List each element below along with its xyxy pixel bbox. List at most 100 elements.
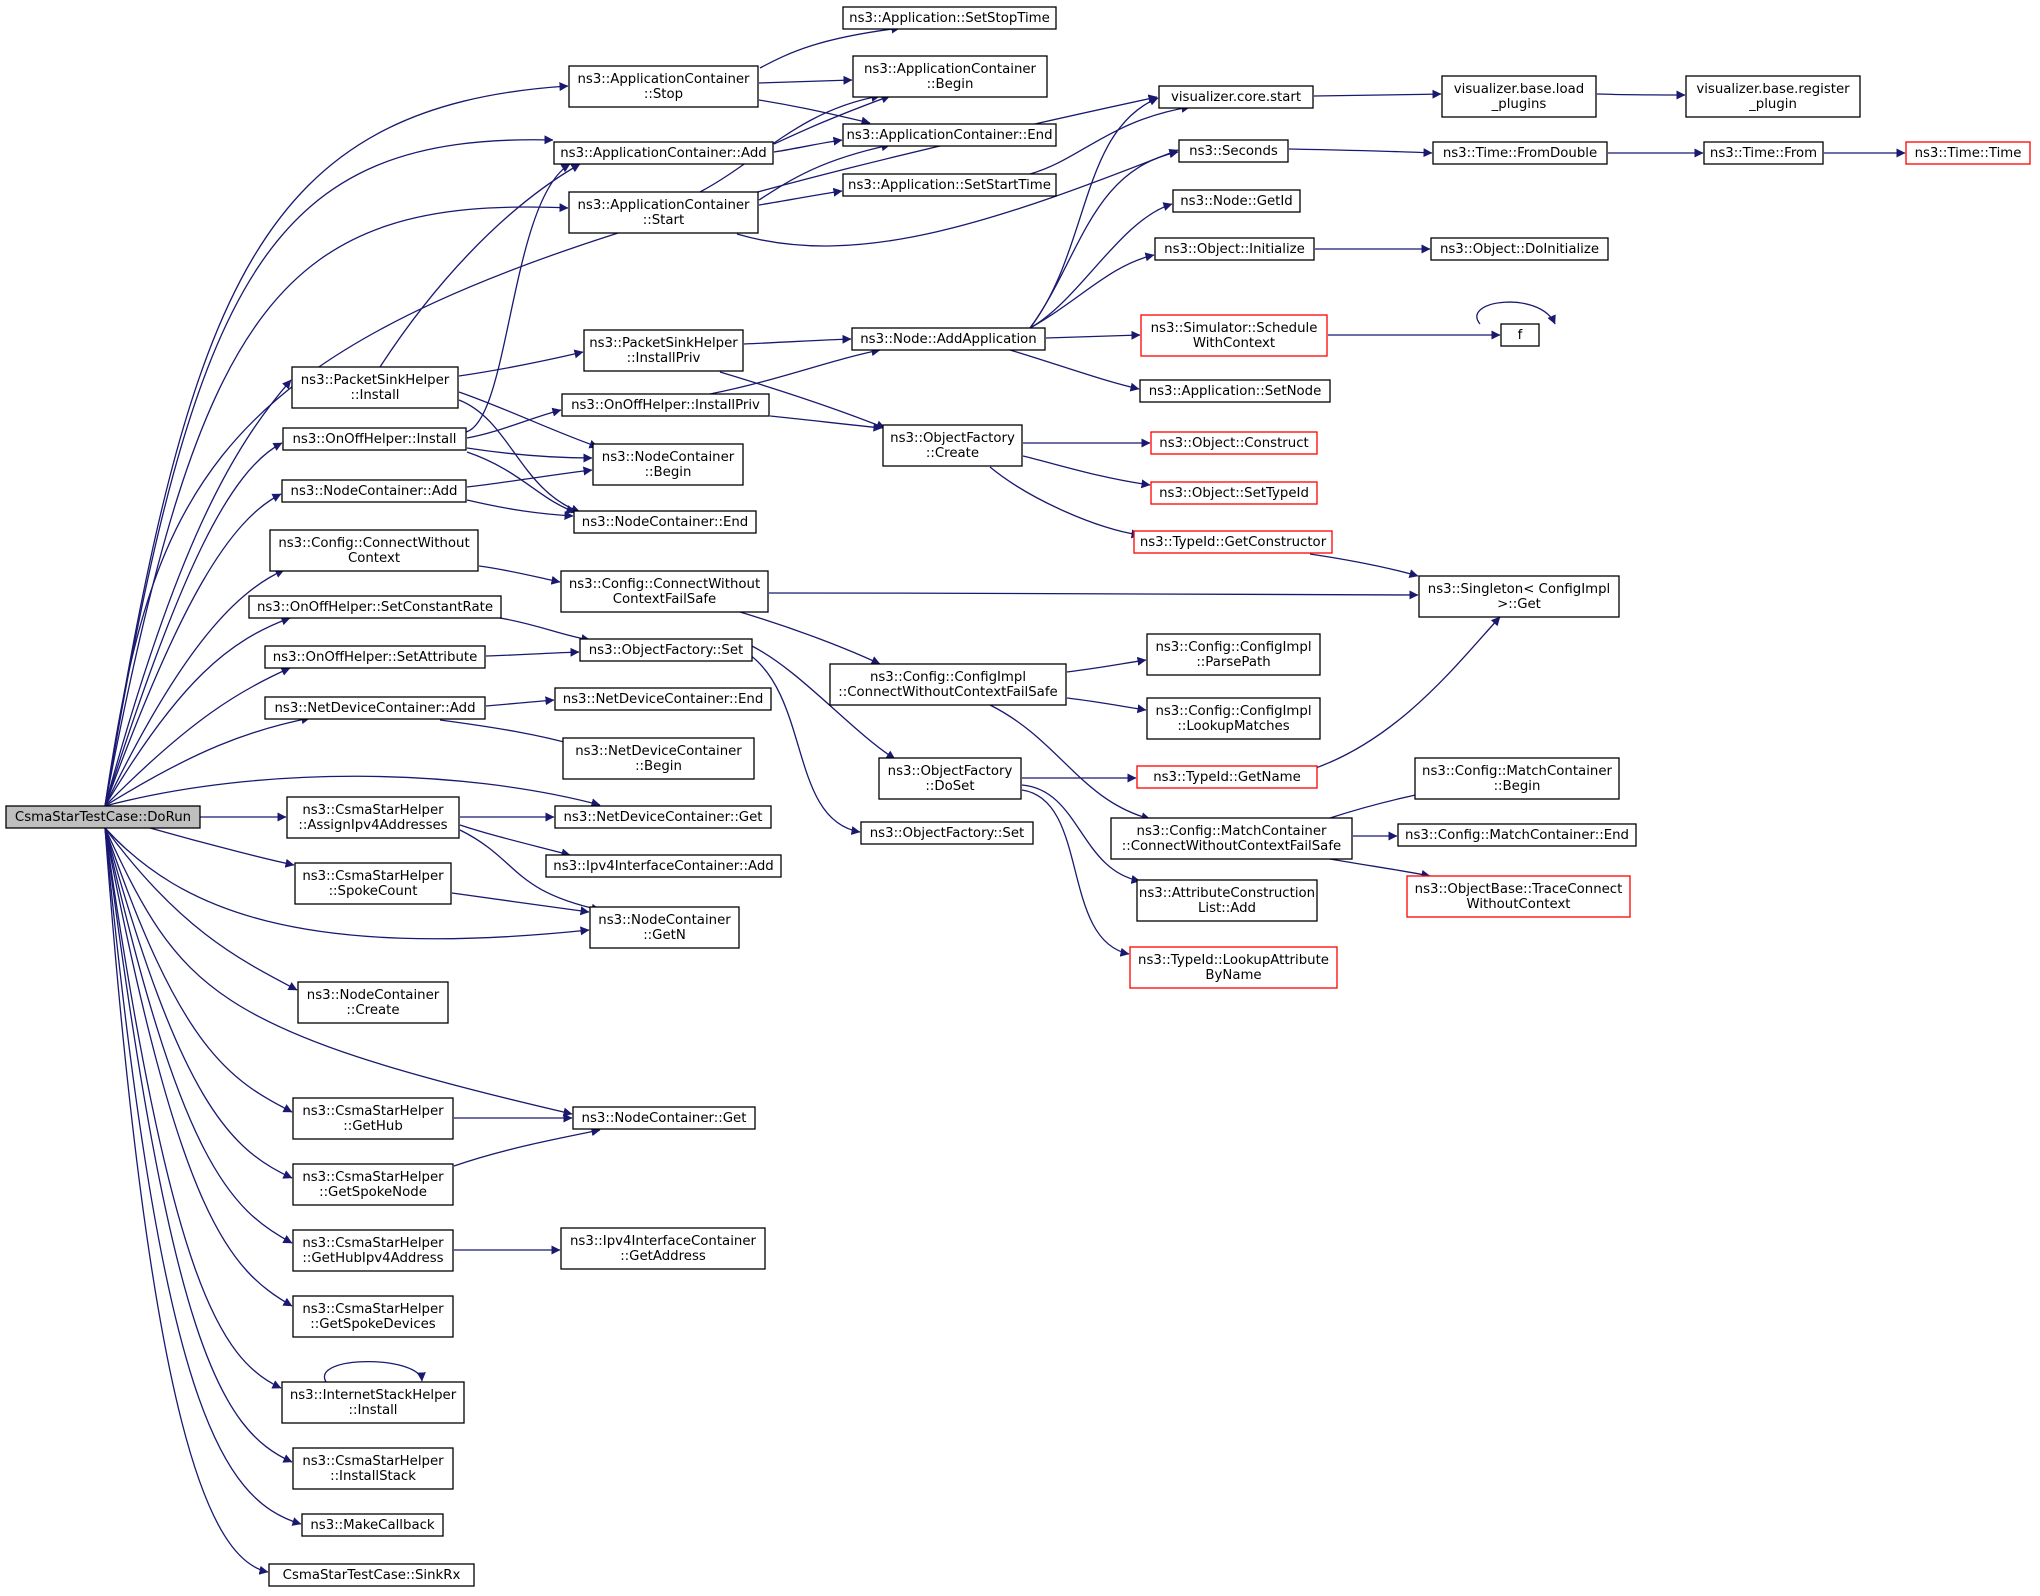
node-ndc-end[interactable]: ns3::NetDeviceContainer::End — [554, 687, 772, 711]
node-onoff-install[interactable]: ns3::OnOffHelper::Install — [282, 427, 467, 451]
node-ipv4ic-add[interactable]: ns3::Ipv4InterfaceContainer::Add — [545, 854, 782, 878]
node-box — [292, 1163, 454, 1206]
node-f[interactable]: f — [1500, 323, 1540, 347]
edge-of_doset-to-typeid_lookup — [1021, 789, 1130, 957]
node-onoff-setattr[interactable]: ns3::OnOffHelper::SetAttribute — [264, 645, 486, 669]
node-ish-install[interactable]: ns3::InternetStackHelper::Install — [281, 1381, 465, 1424]
node-ndc-get[interactable]: ns3::NetDeviceContainer::Get — [554, 805, 772, 829]
edge-onoff_install-to-nc_begin — [466, 447, 593, 463]
node-nc-end[interactable]: ns3::NodeContainer::End — [573, 510, 757, 534]
node-ac-begin[interactable]: ns3::ApplicationContainer::Begin — [852, 55, 1048, 98]
node-obj-settypeid[interactable]: ns3::Object::SetTypeId — [1150, 481, 1318, 505]
node-ob-trace[interactable]: ns3::ObjectBase::TraceConnectWithoutCont… — [1406, 875, 1631, 918]
edge-nc_add-to-nc_begin — [466, 466, 593, 488]
node-cfgimpl-connect[interactable]: ns3::Config::ConfigImpl::ConnectWithoutC… — [829, 663, 1067, 706]
node-ndc-add[interactable]: ns3::NetDeviceContainer::Add — [264, 696, 486, 720]
node-viz-start[interactable]: visualizer.core.start — [1158, 85, 1314, 109]
node-nc-get[interactable]: ns3::NodeContainer::Get — [572, 1106, 756, 1130]
node-label: ns3::TypeId::LookupAttribute — [1138, 953, 1329, 968]
node-label: ::Stop — [644, 87, 683, 102]
node-of-create[interactable]: ns3::ObjectFactory::Create — [882, 424, 1023, 467]
node-cfgimpl-parse[interactable]: ns3::Config::ConfigImpl::ParsePath — [1146, 633, 1321, 676]
node-csh-gethubip[interactable]: ns3::CsmaStarHelper::GetHubIpv4Address — [292, 1229, 454, 1272]
node-cfg-connectfs[interactable]: ns3::Config::ConnectWithoutContextFailSa… — [560, 570, 769, 613]
node-label: ::Begin — [645, 465, 692, 480]
edge-root-to-nc_add — [104, 493, 282, 807]
node-label: ns3::InternetStackHelper — [290, 1388, 457, 1403]
node-csh-spokecount[interactable]: ns3::CsmaStarHelper::SpokeCount — [294, 862, 452, 905]
node-label: ns3::AttributeConstruction — [1139, 886, 1315, 901]
node-label: ns3::Config::ConnectWithout — [569, 577, 760, 592]
node-root[interactable]: CsmaStarTestCase::DoRun — [5, 805, 201, 829]
node-label: ::Create — [346, 1003, 399, 1018]
node-app-starttime[interactable]: ns3::Application::SetStartTime — [842, 173, 1057, 197]
node-app-stoptime[interactable]: ns3::Application::SetStopTime — [842, 6, 1057, 30]
node-time-from[interactable]: ns3::Time::From — [1703, 141, 1824, 165]
node-makecallback[interactable]: ns3::MakeCallback — [301, 1513, 444, 1537]
node-nc-create[interactable]: ns3::NodeContainer::Create — [297, 981, 449, 1024]
edge-of_set-to-of_doset — [749, 644, 896, 760]
node-psh-install[interactable]: ns3::PacketSinkHelper::Install — [291, 366, 459, 409]
node-nc-begin[interactable]: ns3::NodeContainer::Begin — [592, 443, 744, 486]
node-node-addapp[interactable]: ns3::Node::AddApplication — [851, 327, 1046, 351]
node-time-time[interactable]: ns3::Time::Time — [1905, 141, 2031, 165]
node-box — [1685, 75, 1861, 118]
node-fromdouble[interactable]: ns3::Time::FromDouble — [1432, 141, 1608, 165]
node-viz-load[interactable]: visualizer.base.load_plugins — [1441, 75, 1597, 118]
node-nc-getn[interactable]: ns3::NodeContainer::GetN — [589, 906, 740, 949]
node-viz-register[interactable]: visualizer.base.register_plugin — [1685, 75, 1861, 118]
edge-ndc_add-to-ndc_begin — [439, 719, 576, 747]
node-of-doset[interactable]: ns3::ObjectFactory::DoSet — [878, 757, 1022, 800]
node-mc-begin[interactable]: ns3::Config::MatchContainer::Begin — [1414, 757, 1620, 800]
node-label: WithoutContext — [1466, 897, 1570, 912]
edge-onoff_setrate-to-of_set — [499, 617, 591, 644]
node-ndc-begin[interactable]: ns3::NetDeviceContainer::Begin — [562, 737, 755, 780]
node-seconds[interactable]: ns3::Seconds — [1178, 139, 1289, 163]
node-ac-start[interactable]: ns3::ApplicationContainer::Start — [568, 191, 759, 234]
node-obj-construct[interactable]: ns3::Object::Construct — [1150, 431, 1318, 455]
node-onoff-setrate[interactable]: ns3::OnOffHelper::SetConstantRate — [248, 595, 502, 619]
node-csh-getspoke[interactable]: ns3::CsmaStarHelper::GetSpokeNode — [292, 1163, 454, 1206]
node-onoff-installpriv[interactable]: ns3::OnOffHelper::InstallPriv — [561, 393, 770, 417]
node-node-getid[interactable]: ns3::Node::GetId — [1172, 189, 1301, 213]
edge-of_set-to-of_set2 — [749, 654, 861, 835]
node-app-setnode[interactable]: ns3::Application::SetNode — [1139, 379, 1331, 403]
node-csh-assign[interactable]: ns3::CsmaStarHelper::AssignIpv4Addresses — [286, 796, 460, 839]
node-box — [560, 570, 769, 613]
node-ac-add[interactable]: ns3::ApplicationContainer::Add — [553, 141, 774, 165]
node-of-set2[interactable]: ns3::ObjectFactory::Set — [860, 821, 1034, 845]
node-label: ::GetN — [643, 928, 686, 943]
edge-ac_stop-to-ac_end — [758, 99, 871, 126]
node-label: _plugins — [1491, 97, 1547, 112]
node-csh-getspokedev[interactable]: ns3::CsmaStarHelper::GetSpokeDevices — [292, 1295, 454, 1338]
node-label: Context — [348, 551, 400, 566]
node-label: CsmaStarTestCase::SinkRx — [283, 1568, 461, 1583]
node-singleton-get[interactable]: ns3::Singleton< ConfigImpl>::Get — [1418, 575, 1620, 618]
node-nc-add[interactable]: ns3::NodeContainer::Add — [281, 479, 467, 503]
node-box — [554, 805, 772, 829]
node-cfg-connect[interactable]: ns3::Config::ConnectWithoutContext — [269, 529, 479, 572]
node-csh-installstack[interactable]: ns3::CsmaStarHelper::InstallStack — [292, 1447, 454, 1490]
node-typeid-getname[interactable]: ns3::TypeId::GetName — [1136, 765, 1318, 789]
node-label: ns3::NodeContainer::Add — [291, 484, 458, 499]
edge-node_addapp-to-node_getid — [1029, 202, 1173, 329]
node-ipv4ic-getaddr[interactable]: ns3::Ipv4InterfaceContainer::GetAddress — [560, 1227, 766, 1270]
node-sinkrx[interactable]: CsmaStarTestCase::SinkRx — [268, 1563, 475, 1587]
node-psh-installpriv[interactable]: ns3::PacketSinkHelper::InstallPriv — [583, 329, 744, 372]
edge-ac_start-to-ac_begin — [699, 93, 881, 193]
node-cfgimpl-lookup[interactable]: ns3::Config::ConfigImpl::LookupMatches — [1146, 697, 1321, 740]
node-obj-init[interactable]: ns3::Object::Initialize — [1154, 237, 1315, 261]
node-label: ::AssignIpv4Addresses — [298, 818, 447, 833]
node-obj-doinit[interactable]: ns3::Object::DoInitialize — [1430, 237, 1609, 261]
node-mc-end[interactable]: ns3::Config::MatchContainer::End — [1397, 823, 1637, 847]
node-csh-gethub[interactable]: ns3::CsmaStarHelper::GetHub — [292, 1097, 454, 1140]
node-typeid-getctor[interactable]: ns3::TypeId::GetConstructor — [1133, 530, 1333, 554]
node-ac-end[interactable]: ns3::ApplicationContainer::End — [842, 123, 1057, 147]
node-of-set[interactable]: ns3::ObjectFactory::Set — [579, 638, 753, 662]
node-ac-stop[interactable]: ns3::ApplicationContainer::Stop — [568, 65, 759, 108]
node-mc-connect[interactable]: ns3::Config::MatchContainer::ConnectWith… — [1110, 817, 1353, 860]
edge-root-to-ac_add — [104, 135, 554, 807]
